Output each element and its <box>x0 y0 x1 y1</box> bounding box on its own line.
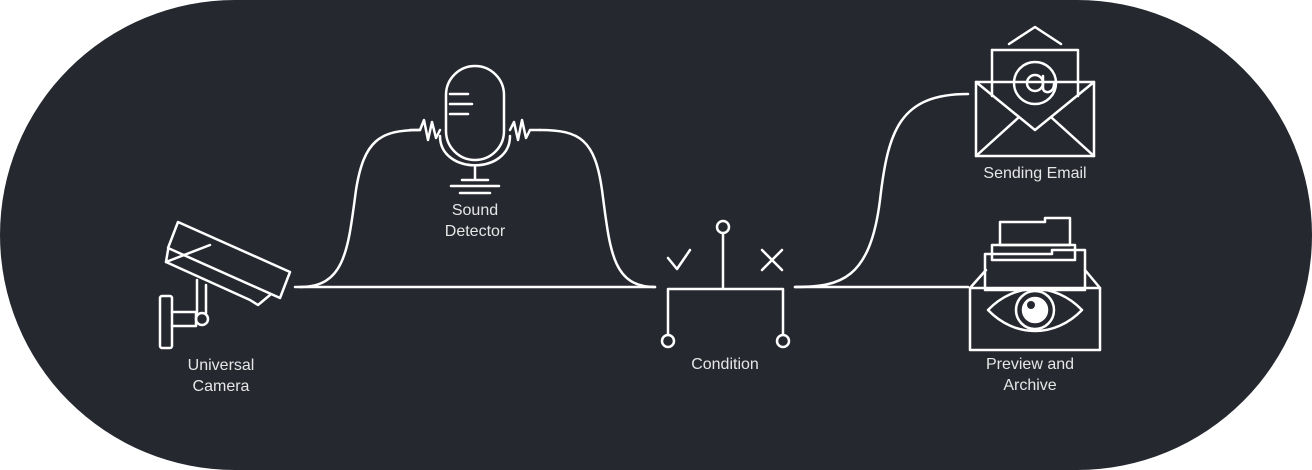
camera-label-line2: Camera <box>192 378 250 395</box>
condition-branch-icon <box>660 219 791 349</box>
connector-to-sound <box>298 128 422 289</box>
connector-condition-email <box>793 92 970 289</box>
connectors <box>293 92 970 289</box>
sound-label-line1: Sound <box>451 202 499 219</box>
node-label-condition: Condition <box>691 356 759 373</box>
node-label-archive: Preview and Archive <box>950 354 1110 396</box>
security-camera-icon <box>158 220 292 350</box>
archive-eye-icon <box>968 216 1102 352</box>
sound-label-line2: Detector <box>444 223 506 240</box>
node-label-sound: Sound Detector <box>395 200 555 242</box>
connector-from-sound <box>538 128 657 289</box>
node-label-email: Sending Email <box>983 165 1087 182</box>
microphone-icon <box>408 64 542 195</box>
email-at-icon <box>974 25 1096 158</box>
camera-label-line1: Universal <box>187 357 255 374</box>
node-label-camera: Universal Camera <box>141 355 301 397</box>
archive-label-line1: Preview and <box>985 356 1075 373</box>
cross-icon <box>760 248 784 272</box>
check-icon <box>666 248 692 271</box>
archive-label-line2: Archive <box>1003 377 1057 394</box>
